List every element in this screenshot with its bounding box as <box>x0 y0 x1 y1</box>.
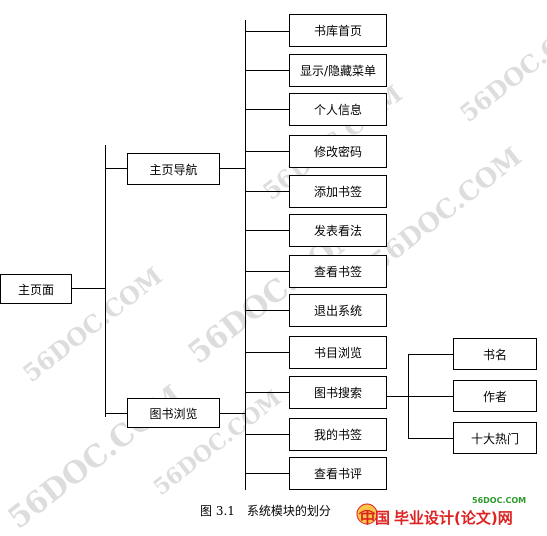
browse-item-my-bookmarks: 我的书签 <box>289 418 387 451</box>
connector <box>245 392 289 393</box>
browse-item-catalog: 书目浏览 <box>289 336 387 369</box>
connector <box>245 109 289 110</box>
connector <box>408 396 453 397</box>
connector <box>245 230 289 231</box>
connector <box>220 168 245 169</box>
connector <box>387 396 408 397</box>
connector <box>105 145 106 417</box>
connector <box>245 20 246 490</box>
browse-item-search: 图书搜索 <box>289 376 387 409</box>
connector <box>408 438 453 439</box>
browse-node: 图书浏览 <box>127 398 220 428</box>
connector <box>245 31 289 32</box>
connector <box>245 310 289 311</box>
figure-caption: 图 3.1 系统模块的划分 <box>200 502 343 519</box>
search-item-title: 书名 <box>453 338 537 370</box>
watermark: 56DOC.COM <box>365 141 528 279</box>
brand-name: 毕业设计(论文)网 <box>394 509 513 527</box>
root-node: 主页面 <box>0 274 72 304</box>
brand-prefix: 中国 <box>360 509 391 527</box>
nav-item-toggle-menu: 显示/隐藏菜单 <box>289 54 387 87</box>
globe-icon <box>356 503 378 525</box>
brand-url: 56DOC.COM <box>472 496 527 505</box>
connector <box>245 70 289 71</box>
connector <box>245 151 289 152</box>
connector <box>220 413 245 414</box>
connector <box>105 413 127 414</box>
connector <box>245 352 289 353</box>
nav-node: 主页导航 <box>127 153 220 185</box>
connector <box>72 288 105 289</box>
connector <box>245 473 289 474</box>
nav-item-view-bookmarks: 查看书签 <box>289 255 387 288</box>
browse-item-reviews: 查看书评 <box>289 457 387 490</box>
nav-item-home: 书库首页 <box>289 14 387 47</box>
connector <box>105 168 127 169</box>
brand-logo-block: 56DOC.COM 中国 毕业设计(论文)网 <box>356 496 546 529</box>
connector <box>408 354 453 355</box>
nav-item-post-opinion: 发表看法 <box>289 214 387 247</box>
connector <box>245 434 289 435</box>
nav-item-logout: 退出系统 <box>289 294 387 327</box>
search-item-author: 作者 <box>453 380 537 412</box>
nav-item-change-password: 修改密码 <box>289 135 387 168</box>
nav-item-add-bookmark: 添加书签 <box>289 175 387 208</box>
connector <box>245 191 289 192</box>
figure-title: 系统模块的划分 <box>246 504 331 518</box>
nav-item-profile: 个人信息 <box>289 93 387 126</box>
search-item-top10: 十大热门 <box>453 422 537 454</box>
figure-number: 图 3.1 <box>200 504 235 518</box>
connector <box>245 271 289 272</box>
watermark: 56DOC.COM <box>453 1 547 128</box>
